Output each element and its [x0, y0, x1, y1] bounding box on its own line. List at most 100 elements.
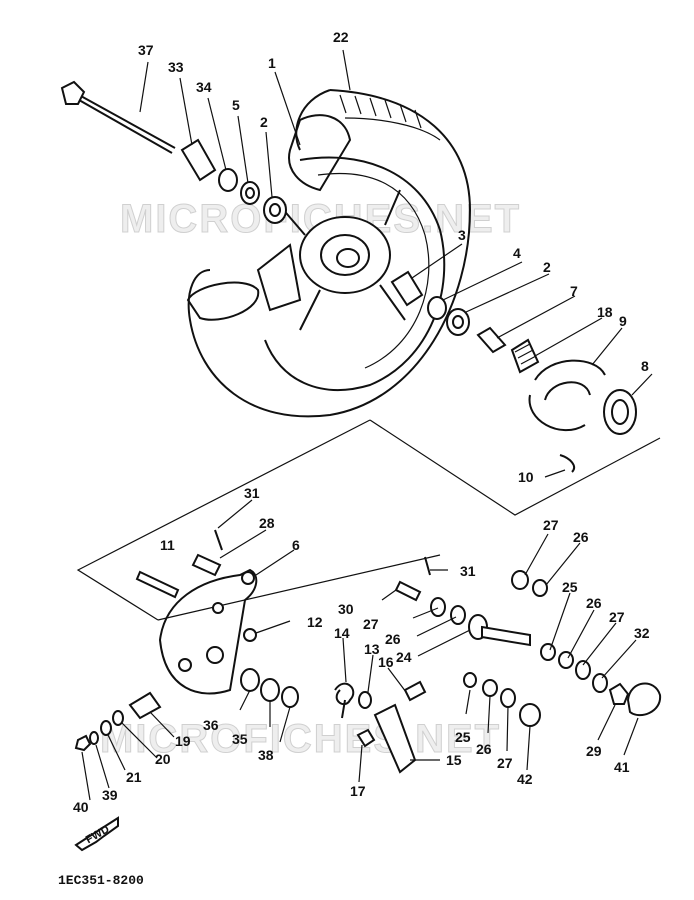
- washer-27-d: [500, 688, 516, 708]
- callout-30: 30: [338, 601, 354, 617]
- callout-27-low: 27: [497, 755, 513, 771]
- collar-7: [476, 326, 507, 354]
- washer-26-c: [558, 651, 574, 669]
- o-ring-36: [240, 668, 260, 692]
- gear-18: [510, 338, 540, 374]
- gear-19: [128, 691, 162, 720]
- collar-25-a: [540, 643, 556, 661]
- clip-21: [100, 720, 112, 736]
- washer-26-d: [482, 679, 498, 697]
- callout-34: 34: [196, 79, 212, 95]
- cap-41: [626, 682, 662, 717]
- callout-11: 11: [160, 537, 175, 553]
- callout-20: 20: [155, 751, 171, 767]
- callout-3: 3: [458, 227, 466, 243]
- callout-40: 40: [73, 799, 89, 815]
- callout-7: 7: [570, 283, 578, 299]
- svg-text:FWD: FWD: [84, 823, 112, 846]
- collar-25-b: [463, 672, 477, 688]
- callout-36: 36: [203, 717, 219, 733]
- callout-32: 32: [634, 625, 650, 641]
- nut-40: [74, 734, 92, 752]
- callout-25-right: 25: [562, 579, 578, 595]
- callout-15: 15: [446, 752, 462, 768]
- wheel-tire-assembly: [186, 89, 472, 418]
- assembly-outline: [76, 419, 661, 621]
- callout-5: 5: [232, 97, 240, 113]
- washer-27-b: [511, 570, 529, 590]
- callout-22: 22: [333, 29, 349, 45]
- callout-39: 39: [102, 787, 118, 803]
- washer-27-a: [430, 597, 446, 617]
- bushing-42: [519, 703, 541, 727]
- brake-plate-assembly: [158, 568, 258, 695]
- callout-19: 19: [175, 733, 191, 749]
- spring-10: [559, 454, 576, 473]
- callout-labels: 37 33 34 5 2 1 22 3 4 2 7 18 9 8 10 31 2…: [73, 29, 650, 815]
- callout-26-top: 26: [573, 529, 589, 545]
- nut-29: [608, 682, 630, 705]
- callout-14: 14: [334, 625, 350, 641]
- callout-6: 6: [292, 537, 300, 553]
- bolt-30: [394, 580, 422, 602]
- callout-18: 18: [597, 304, 613, 320]
- callout-17: 17: [350, 783, 366, 799]
- leader-lines: [81, 49, 653, 801]
- bolt-11: [135, 570, 180, 599]
- washer-12: [243, 628, 257, 642]
- washer-39: [89, 731, 99, 745]
- washer-26-b: [532, 579, 548, 597]
- callout-31-right: 31: [460, 563, 476, 579]
- callout-26-mid: 26: [385, 631, 401, 647]
- callout-26-low: 26: [476, 741, 492, 757]
- watermark-bottom: MICROFICHES.NET: [100, 717, 501, 761]
- callout-2-right: 2: [543, 259, 551, 275]
- callout-27-top: 27: [543, 517, 559, 533]
- callout-35: 35: [232, 731, 248, 747]
- bolt-16: [403, 680, 427, 702]
- callout-16: 16: [378, 654, 394, 670]
- bushing-38: [281, 686, 299, 708]
- screw-31-right: [424, 556, 431, 576]
- callout-12: 12: [307, 614, 323, 630]
- washer-32: [592, 673, 608, 693]
- callout-26-right: 26: [586, 595, 602, 611]
- callout-37: 37: [138, 42, 154, 58]
- brake-shoes-9: [528, 359, 606, 432]
- fwd-arrow: FWD: [74, 816, 119, 852]
- callout-21: 21: [126, 769, 142, 785]
- callout-27-right: 27: [609, 609, 625, 625]
- washer-20: [112, 710, 124, 726]
- spacer-3: [390, 270, 424, 307]
- callout-9: 9: [619, 313, 627, 329]
- washer-27-c: [575, 660, 591, 680]
- callout-33: 33: [168, 59, 184, 75]
- callout-28: 28: [259, 515, 275, 531]
- callout-1: 1: [268, 55, 276, 71]
- washer-26-a: [450, 605, 466, 625]
- callout-29: 29: [586, 743, 602, 759]
- spring-14: [334, 682, 355, 719]
- callout-42: 42: [517, 771, 533, 787]
- nut-17: [356, 728, 376, 748]
- bolt-28: [191, 553, 222, 577]
- spacer-33: [180, 138, 217, 182]
- oil-seal-4: [427, 296, 447, 320]
- callout-13: 13: [364, 641, 380, 657]
- washer-13: [358, 691, 372, 709]
- callout-27-mid: 27: [363, 616, 379, 632]
- callout-41: 41: [614, 759, 630, 775]
- callout-31-left: 31: [244, 485, 260, 501]
- callout-10: 10: [518, 469, 534, 485]
- watermark-top: MICROFICHES.NET: [120, 197, 521, 241]
- callout-8: 8: [641, 358, 649, 374]
- callout-4: 4: [513, 245, 521, 261]
- footer-code: 1EC351-8200: [58, 873, 144, 888]
- callout-25-low: 25: [455, 729, 471, 745]
- oil-seal-34: [218, 168, 238, 192]
- screw-31-left: [214, 529, 223, 551]
- callout-24: 24: [396, 649, 412, 665]
- front-axle: [60, 80, 176, 154]
- callout-38: 38: [258, 747, 274, 763]
